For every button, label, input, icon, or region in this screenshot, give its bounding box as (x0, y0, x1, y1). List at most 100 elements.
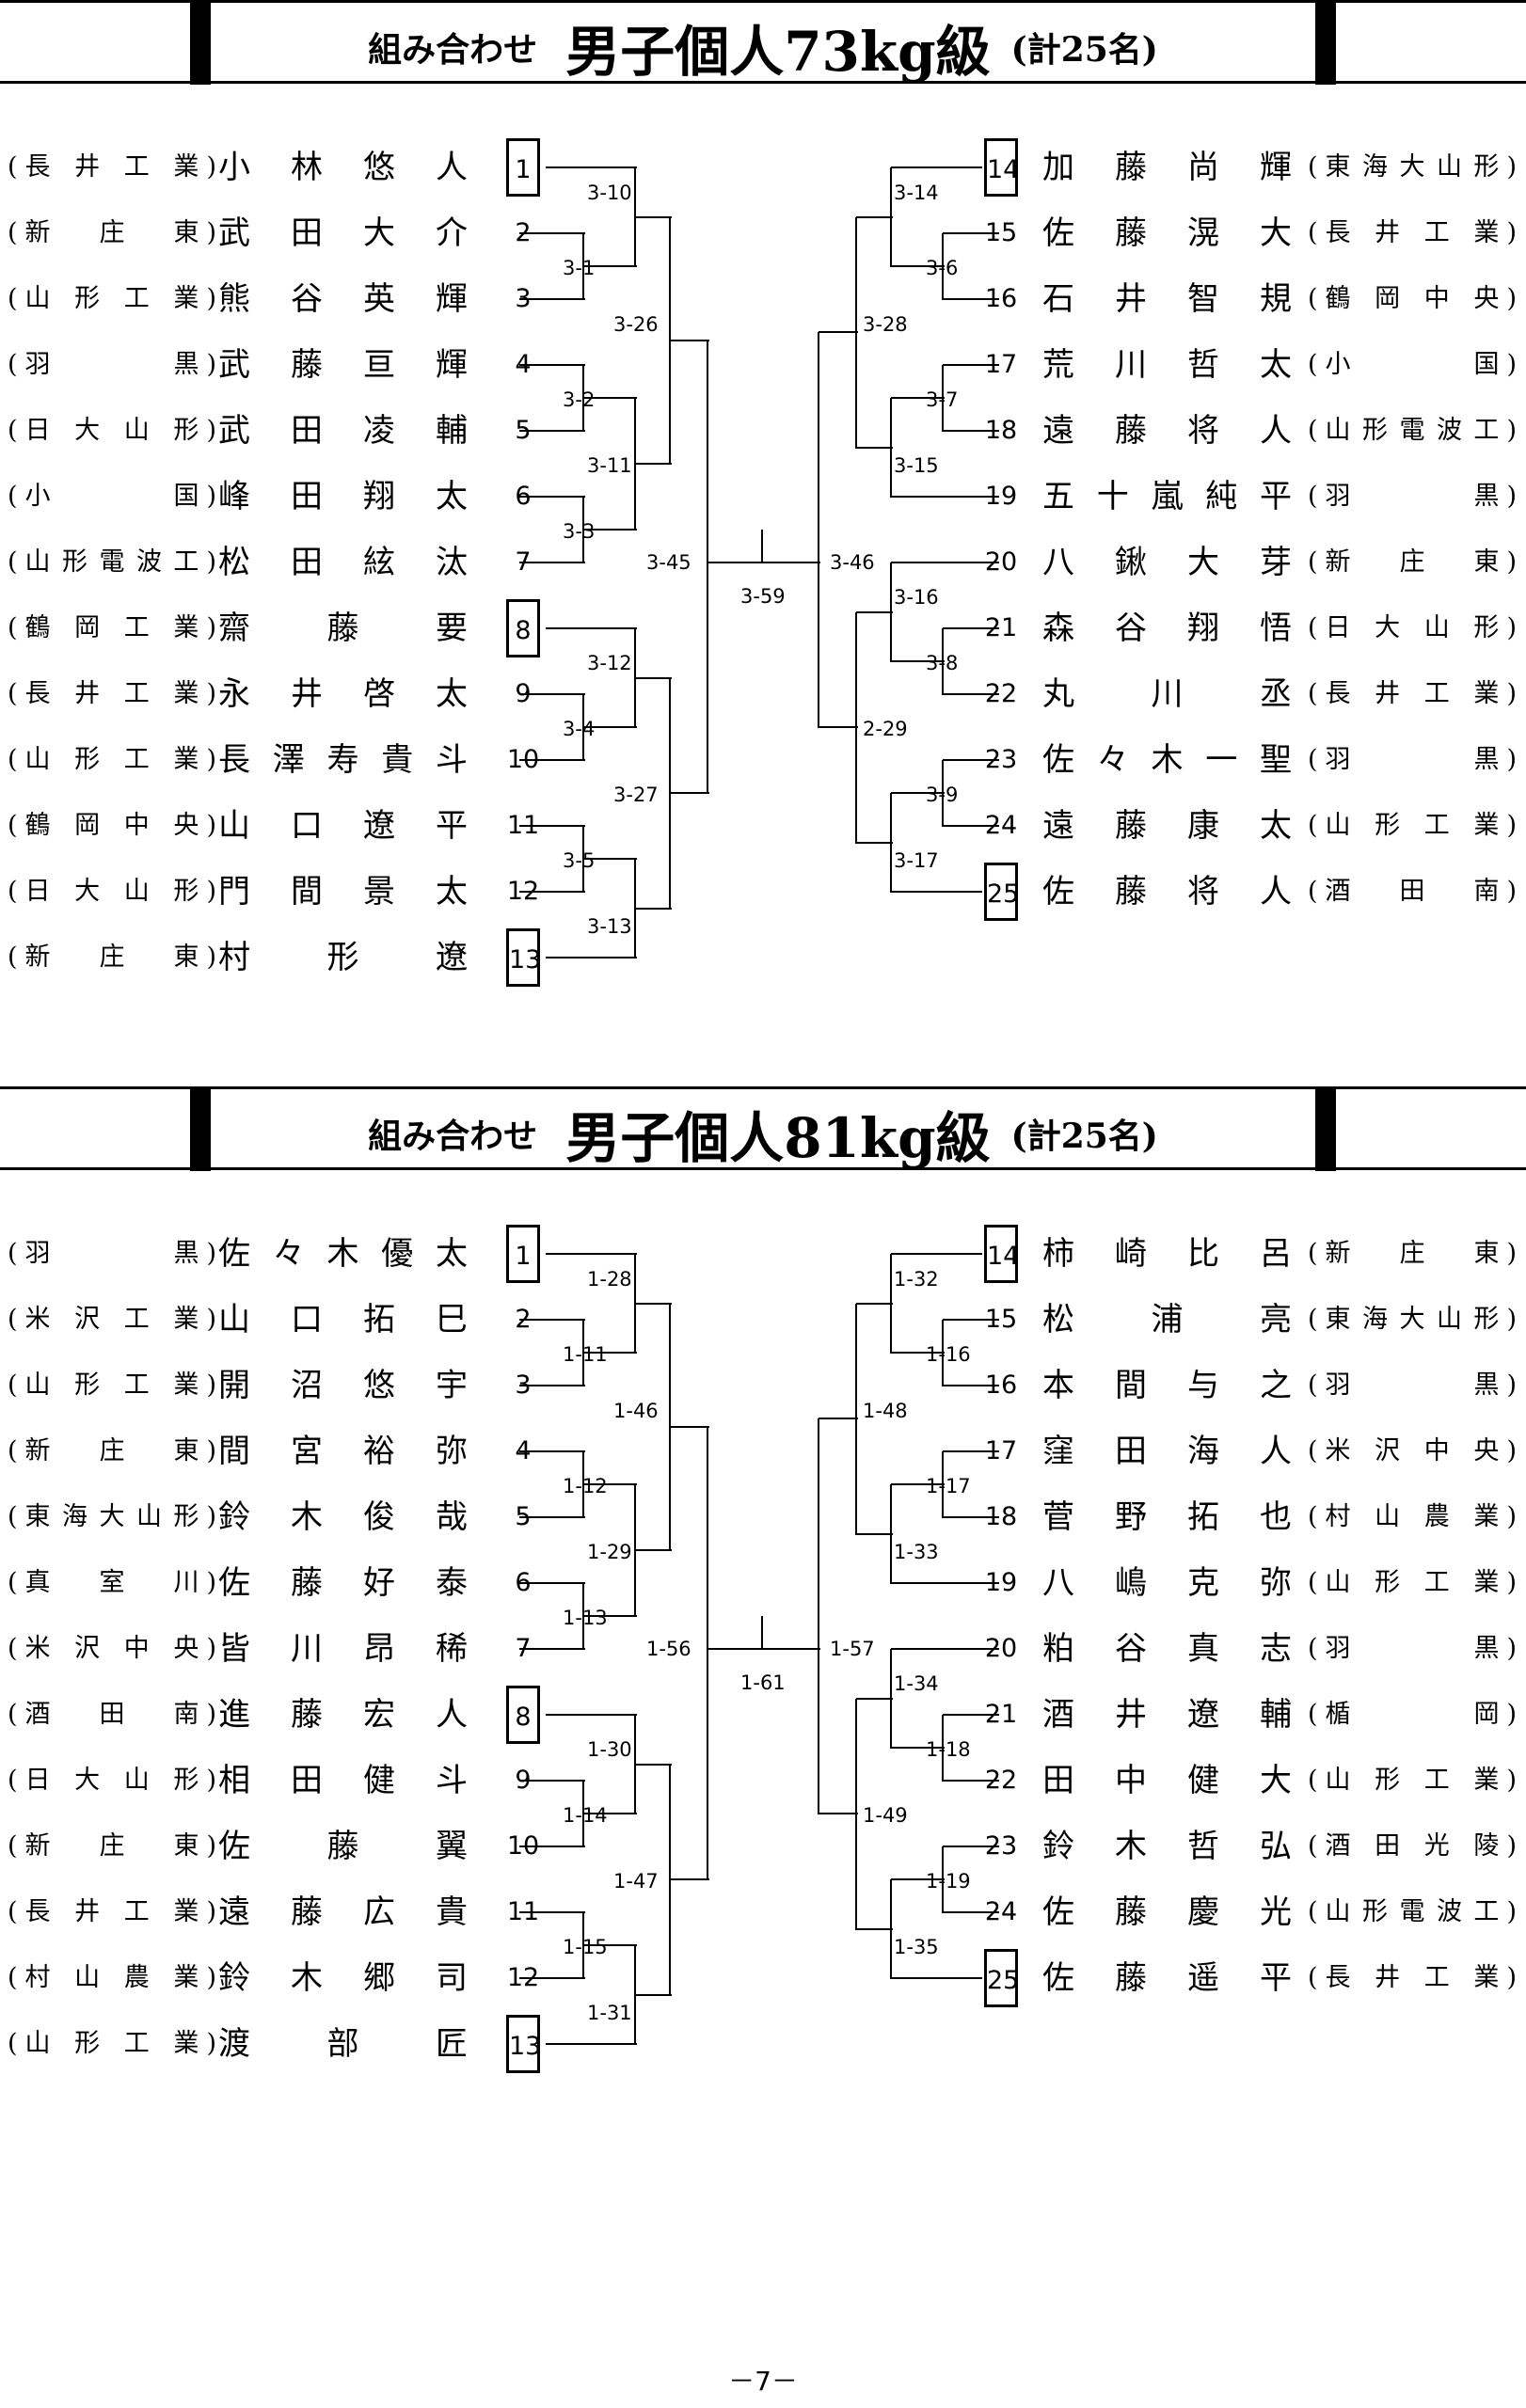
school-char: 沢 (74, 1305, 101, 1334)
match-label: 3-46 (828, 551, 877, 574)
name-char: 藤 (291, 346, 323, 384)
name-char: 間 (1115, 1367, 1147, 1404)
school-char: 形 (173, 1502, 199, 1531)
paren-open: ( (8, 1897, 18, 1926)
paren-open: ( (1308, 152, 1318, 182)
school-char: 真 (24, 1568, 51, 1597)
entrant-name: 佐藤翼 (218, 1818, 468, 1875)
name-char: 宏 (363, 1696, 395, 1734)
name-char: 翔 (1187, 610, 1219, 647)
school-char: 形 (173, 1766, 199, 1795)
school-name: 羽黒 (18, 337, 207, 393)
entrant-school: (東海大山形) (1308, 1291, 1517, 1348)
school-char: 業 (173, 1370, 199, 1400)
school-char: 工 (1423, 679, 1450, 708)
school-char: 国 (1473, 350, 1500, 379)
seed-number: 1 (506, 138, 540, 197)
school-name: 村山農業 (18, 1950, 207, 2006)
bracket-line (891, 1648, 999, 1650)
seed-number: 13 (506, 2015, 541, 2073)
name-char: 本 (1042, 1367, 1074, 1404)
entrant-school: (酒田南) (1308, 863, 1517, 920)
name-char: 渡 (218, 2025, 250, 2063)
school-char: 日 (24, 877, 51, 906)
school-char: 山 (1375, 1502, 1401, 1531)
name-char: 酒 (1042, 1696, 1074, 1734)
bracket-line (891, 1352, 945, 1354)
entrant-name: 荒川哲太 (1042, 337, 1292, 393)
name-char: 佐 (1042, 1959, 1074, 1997)
entrant-school: (楯岡) (1308, 1687, 1517, 1743)
name-char: 太 (436, 478, 468, 515)
school-char: 庄 (1399, 1239, 1425, 1268)
title-prefix: 組み合わせ (368, 1117, 538, 1156)
name-char: 藤 (1115, 1959, 1147, 1997)
bracket-line (670, 1425, 709, 1428)
paren-close: ) (1506, 416, 1517, 445)
school-name: 鶴岡中央 (1318, 271, 1507, 327)
name-char: 鈴 (1042, 1828, 1074, 1865)
name-char: 進 (218, 1696, 250, 1734)
entrant-school: (小国) (8, 468, 216, 525)
name-char: 十 (1096, 478, 1129, 515)
bracket-line (856, 1927, 893, 1930)
bracket-line (818, 332, 819, 728)
name-char: 昂 (363, 1630, 395, 1668)
school-char: 山 (123, 416, 150, 445)
name-char: 英 (363, 280, 395, 318)
entrant-school: (長井工業) (1308, 1950, 1517, 2006)
name-char: 景 (363, 873, 395, 911)
school-char: 小 (24, 482, 51, 511)
match-label: 3-27 (612, 784, 660, 806)
name-char: 哉 (436, 1498, 468, 1536)
bracket-line (583, 1944, 637, 1946)
paren-close: ) (1506, 1436, 1517, 1465)
school-name: 山形工業 (1318, 798, 1507, 854)
bracket-line (635, 1993, 672, 1996)
school-char: 国 (173, 482, 199, 511)
paren-open: ( (1308, 1502, 1318, 1531)
name-char: 悠 (363, 149, 395, 186)
name-char: 八 (1042, 1564, 1074, 1602)
school-char: 羽 (1325, 1370, 1351, 1400)
name-char: 匠 (436, 2025, 468, 2063)
school-char: 長 (24, 679, 51, 708)
school-char: 黒 (173, 1239, 199, 1268)
name-char: 人 (436, 149, 468, 186)
bracket-line (943, 1385, 999, 1386)
school-name: 羽黒 (1318, 732, 1507, 788)
school-char: 工 (123, 1370, 150, 1400)
entrant-school: (山形工業) (8, 271, 216, 327)
bracket-line (670, 339, 709, 341)
school-char: 山 (123, 1766, 150, 1795)
school-char: 東 (1325, 1305, 1351, 1334)
bracket-line (519, 825, 585, 827)
school-char: 黒 (1473, 482, 1500, 511)
school-name: 酒田光陵 (1318, 1818, 1507, 1875)
bracket-line (891, 1977, 982, 1979)
name-char: 遠 (218, 1893, 250, 1931)
bracket-line (943, 1516, 999, 1518)
paren-close: ) (1506, 284, 1517, 313)
name-char: 広 (363, 1893, 395, 1931)
school-char: 田 (99, 1700, 125, 1729)
paren-open: ( (1308, 350, 1318, 379)
school-char: 東 (1473, 1239, 1500, 1268)
paren-open: ( (1308, 1305, 1318, 1334)
school-name: 東海大山形 (1318, 139, 1507, 196)
name-char: 志 (1260, 1630, 1292, 1668)
name-char: 泰 (436, 1564, 468, 1602)
bracket-line (891, 562, 999, 563)
name-char: 弥 (1260, 1564, 1292, 1602)
name-char: 翼 (436, 1828, 468, 1865)
school-char: 光 (1423, 1831, 1450, 1861)
school-name: 鶴岡工業 (18, 600, 207, 657)
paren-close: ) (1506, 1963, 1517, 1992)
page-number: －7－ (728, 2366, 798, 2397)
bracket-line (891, 891, 982, 893)
bracket-line (762, 1648, 820, 1650)
name-char: 田 (291, 478, 323, 515)
entrant-school: (山形工業) (1308, 1555, 1517, 1611)
school-name: 山形電波工 (18, 534, 207, 591)
entrant-school: (山形工業) (1308, 798, 1517, 854)
